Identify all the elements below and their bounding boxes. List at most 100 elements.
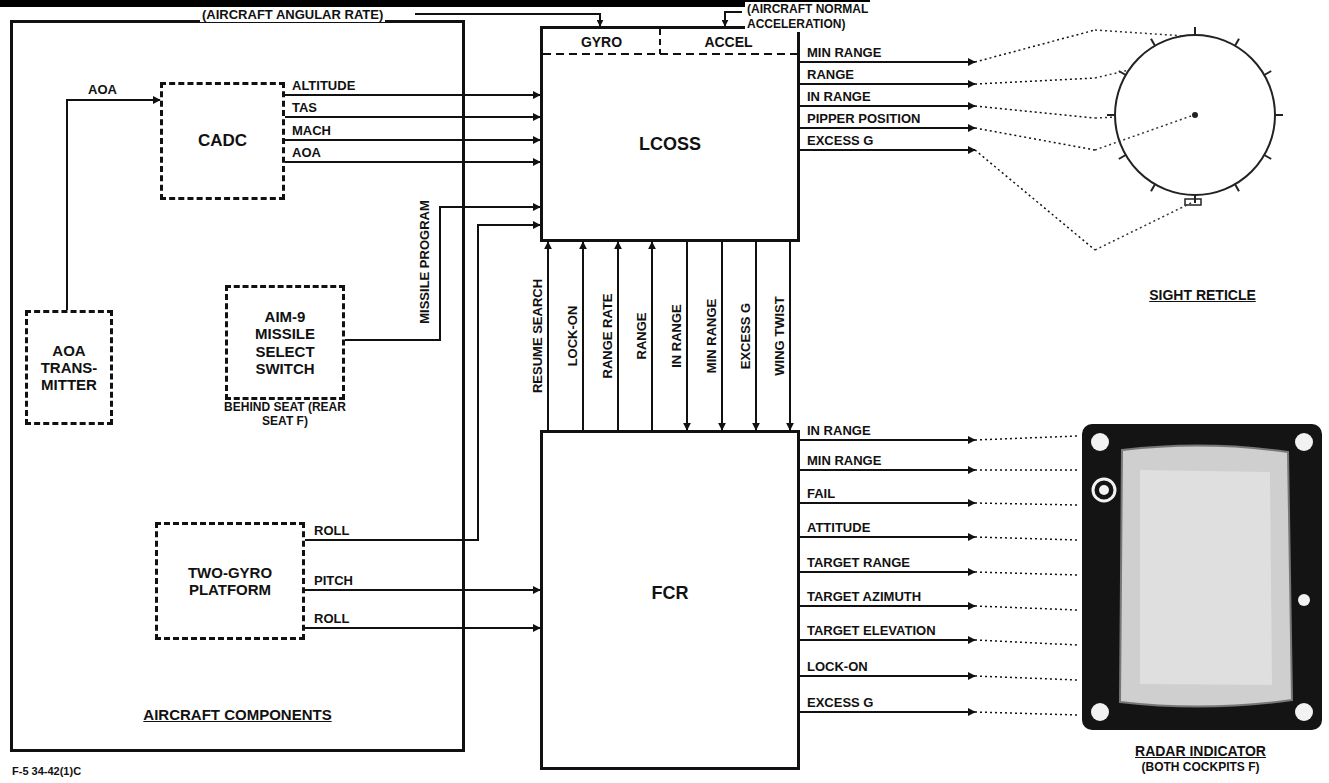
signal-label: LOCK-ON bbox=[565, 304, 580, 369]
node-label: TWO-GYRO PLATFORM bbox=[174, 564, 286, 599]
signal-label: EXCESS G bbox=[805, 695, 875, 710]
signal-line bbox=[285, 116, 540, 118]
reticle-tick bbox=[1235, 39, 1239, 46]
signal-connector bbox=[652, 242, 653, 430]
node-label: LCOSS bbox=[543, 134, 797, 155]
note-label: F-5 34-42(1)C bbox=[10, 764, 83, 779]
signal-connector bbox=[285, 117, 540, 118]
signal-connector bbox=[800, 640, 1078, 645]
signal-label: LOCK-ON bbox=[805, 659, 870, 674]
reticle-tick bbox=[1264, 71, 1271, 75]
radar-indicator: RADAR INDICATOR(BOTH COCKPITS F) bbox=[1078, 420, 1323, 775]
leader-line bbox=[975, 128, 1095, 150]
signal-label: MIN RANGE bbox=[704, 297, 719, 375]
signal-line bbox=[800, 469, 975, 471]
signal-connector bbox=[285, 140, 540, 141]
signal-label: EXCESS G bbox=[738, 301, 753, 371]
signal-label: IN RANGE bbox=[805, 423, 873, 438]
signal-label: RANGE bbox=[634, 311, 649, 362]
node-label: BEHIND SEAT (REAR SEAT F) bbox=[220, 401, 350, 429]
radar-box: FCR bbox=[540, 430, 800, 770]
signal-label: AOA bbox=[86, 82, 119, 97]
reticle-tick bbox=[1151, 184, 1155, 191]
leader-line bbox=[975, 712, 1078, 715]
signal-line bbox=[547, 242, 549, 430]
signal-label: ROLL bbox=[312, 523, 351, 538]
signal-connector bbox=[800, 150, 1095, 250]
title-bar bbox=[0, 0, 870, 7]
signal-connector bbox=[800, 606, 1078, 610]
signal-line bbox=[721, 242, 723, 430]
signal-line bbox=[800, 149, 975, 151]
leader-line bbox=[975, 106, 1095, 118]
signal-label: RANGE RATE bbox=[600, 292, 615, 381]
signal-label: TARGET RANGE bbox=[805, 555, 912, 570]
leader-line bbox=[975, 640, 1078, 645]
signal-connector bbox=[800, 128, 1095, 150]
leader-line bbox=[975, 537, 1078, 540]
note-label: (AIRCRAFT NORMAL ACCELERATION) bbox=[745, 2, 871, 32]
signal-line bbox=[800, 127, 975, 129]
signal-line bbox=[789, 242, 791, 430]
signal-connector bbox=[800, 572, 1078, 575]
component-box: AOA TRANS- MITTER bbox=[25, 310, 113, 425]
signal-connector bbox=[583, 242, 584, 430]
signal-label: TARGET AZIMUTH bbox=[805, 589, 923, 604]
signal-connector bbox=[345, 207, 540, 340]
signal-line bbox=[305, 589, 540, 591]
leader-line bbox=[975, 469, 1078, 471]
signal-line bbox=[800, 711, 975, 713]
signal-connector bbox=[756, 242, 757, 430]
leader-line bbox=[975, 503, 1078, 505]
signal-connector bbox=[618, 242, 619, 430]
signal-label: TARGET ELEVATION bbox=[805, 623, 938, 638]
signal-line bbox=[305, 627, 540, 629]
signal-connector bbox=[800, 537, 1078, 540]
radar-indicator-drawing bbox=[1082, 424, 1322, 730]
node-label: (BOTH COCKPITS F) bbox=[1078, 761, 1323, 775]
signal-connector bbox=[722, 242, 723, 430]
signal-line bbox=[651, 242, 653, 430]
signal-line bbox=[800, 502, 975, 504]
signal-label: AOA bbox=[290, 145, 323, 160]
signal-line bbox=[800, 439, 975, 441]
signal-line bbox=[345, 207, 540, 340]
system-group: AIRCRAFT COMPONENTSCADCAOA TRANS- MITTER… bbox=[10, 20, 465, 752]
signal-connector bbox=[285, 162, 540, 163]
signal-label: RESUME SEARCH bbox=[530, 277, 545, 395]
signal-label: TAS bbox=[290, 100, 319, 115]
signal-label: EXCESS G bbox=[805, 133, 875, 148]
sight-reticle: SIGHT RETICLE bbox=[1095, 18, 1310, 303]
signal-connector bbox=[800, 503, 1078, 505]
node-label: AIRCRAFT COMPONENTS bbox=[13, 706, 462, 723]
reticle-tick bbox=[1275, 114, 1283, 116]
signal-connector bbox=[548, 242, 549, 430]
reticle-tick bbox=[1151, 39, 1155, 46]
compartment-line bbox=[659, 29, 661, 54]
signal-line bbox=[285, 94, 540, 96]
note-label: (AIRCRAFT ANGULAR RATE) bbox=[200, 7, 385, 22]
component-box: TWO-GYRO PLATFORM bbox=[155, 522, 305, 640]
compartment-line bbox=[543, 53, 797, 55]
signal-line bbox=[285, 161, 540, 163]
signal-label: MACH bbox=[290, 123, 333, 138]
signal-line bbox=[800, 61, 975, 63]
signal-line bbox=[800, 83, 975, 85]
leader-line bbox=[975, 572, 1078, 575]
leader-line bbox=[975, 30, 1095, 62]
signal-label: MIN RANGE bbox=[805, 45, 883, 60]
node-label: SIGHT RETICLE bbox=[1095, 287, 1310, 303]
node-label: FCR bbox=[543, 583, 797, 604]
signal-connector bbox=[800, 470, 1078, 471]
signal-connector bbox=[67, 100, 160, 310]
signal-label: ATTITUDE bbox=[805, 520, 872, 535]
signal-label: IN RANGE bbox=[669, 302, 684, 370]
signal-label: MISSILE PROGRAM bbox=[417, 198, 432, 326]
signal-line bbox=[800, 536, 975, 538]
node-label: AIM-9 MISSILE SELECT SWITCH bbox=[239, 308, 331, 377]
reticle-tick bbox=[1264, 155, 1271, 159]
node-label: AOA TRANS- MITTER bbox=[33, 342, 105, 394]
leader-line bbox=[975, 150, 1095, 250]
